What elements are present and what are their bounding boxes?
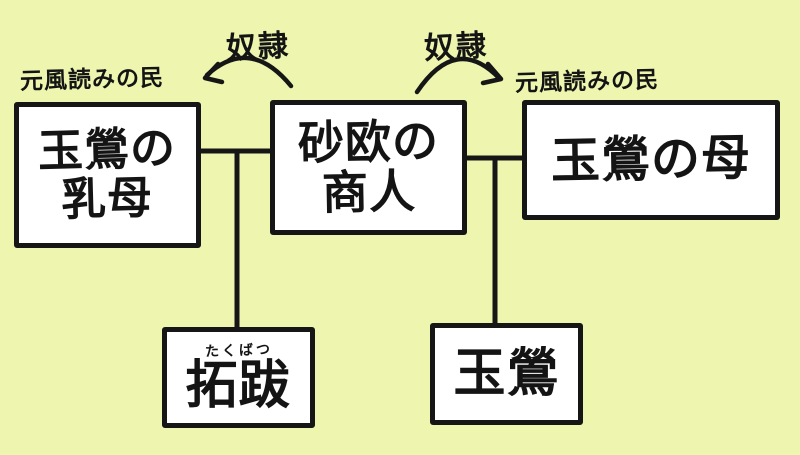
- box-gyokuou-mother-label: 玉鶯の母: [550, 128, 752, 190]
- box-gyokuou-nurse-line2: 乳母: [60, 170, 155, 227]
- box-gyokuou: 玉鶯: [430, 323, 583, 425]
- origin-note-right: 元風読みの民: [514, 67, 660, 97]
- box-gyokuou-label: 玉鶯: [453, 343, 560, 404]
- box-saou-merchant: 砂欧の 商人: [270, 100, 467, 235]
- box-saou-merchant-line2: 商人: [321, 163, 416, 220]
- origin-note-left: 元風読みの民: [19, 65, 165, 95]
- box-gyokuou-nurse: 玉鶯の 乳母: [14, 102, 201, 248]
- box-gyokuou-mother: 玉鶯の母: [522, 100, 780, 220]
- box-takubatsu: たくばつ 拓跋: [162, 327, 315, 428]
- box-takubatsu-label: 拓跋: [185, 356, 292, 417]
- slave-label-right: 奴隷: [423, 28, 490, 67]
- box-saou-merchant-line1: 砂欧の: [297, 113, 440, 171]
- slave-arrow-right: [414, 56, 504, 95]
- slave-label-left: 奴隷: [225, 28, 292, 67]
- box-gyokuou-nurse-line1: 玉鶯の: [37, 121, 178, 179]
- slave-arrow-left: [202, 55, 294, 89]
- box-takubatsu-furigana: たくばつ: [204, 342, 273, 361]
